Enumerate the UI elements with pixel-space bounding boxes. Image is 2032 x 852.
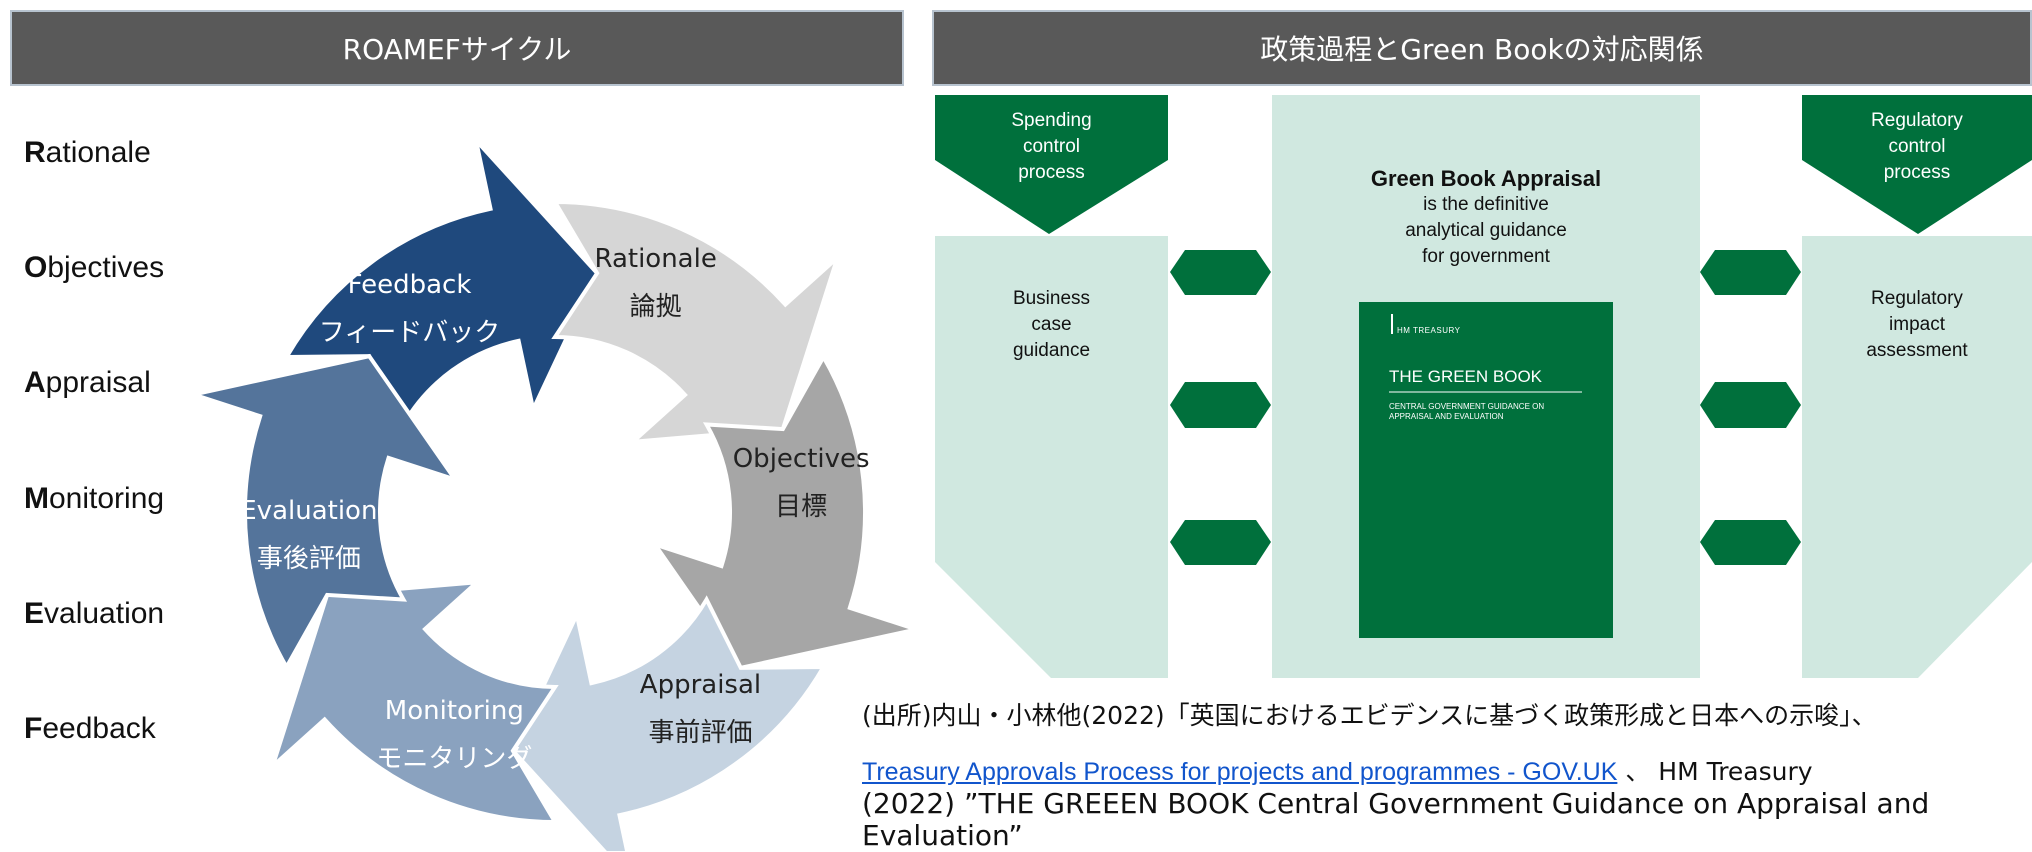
regulatory-impact-arrow bbox=[1802, 236, 2032, 678]
cycle-label-appraisal: Appraisal 事前評価 bbox=[590, 672, 810, 746]
acronym-item-evaluation: Evaluation bbox=[24, 597, 165, 630]
cycle-arrow-feedback bbox=[283, 133, 600, 429]
acronym-item-rationale: Rationale bbox=[24, 136, 151, 169]
cycle-label-evaluation-en: Evaluation bbox=[240, 495, 378, 526]
source-line-4: Evaluation” bbox=[862, 819, 1023, 852]
source-line-3: (2022) ”THE GREEEN BOOK Central Governme… bbox=[862, 787, 1930, 820]
cycle-label-monitoring-ja: モニタリング bbox=[376, 744, 533, 775]
connector-left-2 bbox=[1170, 382, 1271, 428]
cycle-label-feedback: Feedback フィードバック bbox=[300, 272, 520, 346]
cycle-label-objectives-ja: 目標 bbox=[775, 492, 828, 523]
book-publisher: HM TREASURY bbox=[1397, 326, 1461, 335]
acronym-item-objectives: Objectives bbox=[24, 251, 165, 284]
greenbook-title: 政策過程とGreen Bookの対応関係 bbox=[1260, 33, 1704, 66]
greenbook-header: 政策過程とGreen Bookの対応関係 bbox=[932, 10, 2032, 86]
regulatory-control-label: Regulatory control process bbox=[1871, 110, 1963, 183]
source-line-2: Treasury Approvals Process for projects … bbox=[862, 752, 1813, 788]
green-book-appraisal-text: Green Book Appraisal is the definitive a… bbox=[1272, 166, 1700, 270]
source-after-link: 、 HM Treasury bbox=[1617, 757, 1813, 786]
acronym-item-monitoring: Monitoring bbox=[24, 482, 165, 515]
spending-control-arrowhead bbox=[935, 95, 1168, 234]
spending-control-label: Spending control process bbox=[1011, 110, 1092, 183]
cycle-label-monitoring: Monitoring モニタリング bbox=[344, 698, 564, 772]
cycle-label-evaluation: Evaluation 事後評価 bbox=[199, 498, 419, 572]
appraisal-heading: Green Book Appraisal bbox=[1370, 166, 1602, 191]
connector-right-1 bbox=[1700, 250, 1801, 295]
cycle-label-evaluation-ja: 事後評価 bbox=[256, 543, 361, 574]
cycle-label-appraisal-ja: 事前評価 bbox=[648, 718, 753, 749]
cycle-label-monitoring-en: Monitoring bbox=[384, 696, 524, 727]
cycle-label-feedback-en: Feedback bbox=[347, 269, 472, 300]
cycle-label-rationale-ja: 論拠 bbox=[629, 291, 682, 322]
acronym-item-appraisal: Appraisal bbox=[24, 366, 151, 399]
connector-right-2 bbox=[1700, 382, 1801, 428]
cycle-arrow-monitoring bbox=[268, 579, 559, 825]
cycle-arrow-evaluation bbox=[185, 353, 461, 672]
connector-left-3 bbox=[1170, 520, 1271, 565]
cycle-arrow-appraisal bbox=[510, 595, 827, 851]
regulatory-control-arrowhead bbox=[1802, 95, 2032, 234]
cycle-label-feedback-ja: フィードバック bbox=[318, 317, 501, 348]
roamef-header: ROAMEFサイクル bbox=[10, 10, 904, 86]
crest-icon bbox=[1391, 314, 1393, 334]
cycle-arrow-rationale bbox=[551, 199, 842, 445]
cycle-label-objectives: Objectives 目標 bbox=[691, 446, 911, 520]
source-line-1: (出所)内山・小林他(2022)「英国におけるエビデンスに基づく政策形成と日本へ… bbox=[862, 701, 1877, 730]
roamef-title: ROAMEFサイクル bbox=[342, 33, 572, 66]
business-case-arrow bbox=[935, 236, 1168, 678]
cycle-arrow-objectives bbox=[649, 352, 925, 671]
acronym-item-feedback: Feedback bbox=[24, 712, 156, 745]
regulatory-impact-label: Regulatory impact assessment bbox=[1866, 288, 1968, 361]
book-subtitle: CENTRAL GOVERNMENT GUIDANCE ON APPRAISAL… bbox=[1389, 402, 1545, 421]
cycle-label-rationale: Rationale 論拠 bbox=[546, 246, 766, 320]
connector-left-1 bbox=[1170, 250, 1271, 295]
connector-right-3 bbox=[1700, 520, 1801, 565]
cycle-label-objectives-en: Objectives bbox=[732, 444, 870, 475]
business-case-label: Business case guidance bbox=[1012, 288, 1091, 361]
cycle-label-appraisal-en: Appraisal bbox=[639, 670, 762, 701]
treasury-approvals-link[interactable]: Treasury Approvals Process for projects … bbox=[862, 758, 1618, 786]
cycle-label-rationale-en: Rationale bbox=[594, 243, 717, 274]
green-book-cover bbox=[1359, 302, 1613, 638]
book-title: THE GREEN BOOK bbox=[1389, 367, 1543, 386]
